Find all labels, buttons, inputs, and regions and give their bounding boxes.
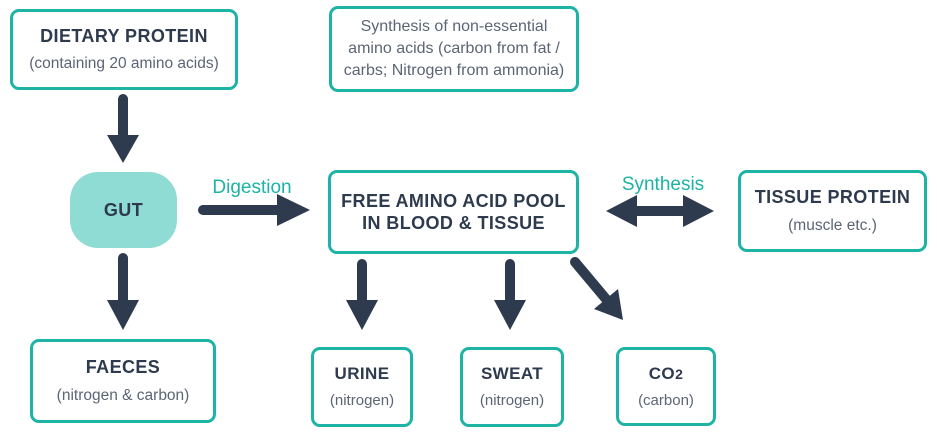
free-pool-title-line1: FREE AMINO ACID POOL: [341, 190, 566, 211]
urine-subtitle: (nitrogen): [329, 392, 395, 410]
node-free-amino-acid-pool: FREE AMINO ACID POOL IN BLOOD & TISSUE: [328, 170, 579, 254]
digestion-edge-label: Digestion: [212, 177, 292, 198]
faeces-title: FAECES: [85, 357, 161, 378]
tissue-protein-title: TISSUE PROTEIN: [754, 187, 911, 208]
dietary-protein-subtitle: (containing 20 amino acids): [29, 55, 219, 73]
node-co2: CO2 (carbon): [616, 347, 716, 426]
arrow-free-pool-to-co2: [570, 257, 623, 320]
sweat-title: SWEAT: [480, 364, 544, 384]
arrow-gut-to-faeces: [107, 253, 139, 330]
arrow-free-pool-to-sweat: [494, 259, 526, 330]
arrow-free-pool-tissue-bidirectional: [606, 195, 714, 227]
arrow-dietary-to-gut: [107, 94, 139, 163]
urine-title: URINE: [334, 364, 390, 384]
node-gut: GUT: [70, 172, 177, 248]
node-synthesis-note: Synthesis of non-essential amino acids (…: [329, 6, 579, 92]
node-tissue-protein: TISSUE PROTEIN (muscle etc.): [738, 170, 927, 252]
node-urine: URINE (nitrogen): [311, 347, 413, 427]
tissue-protein-subtitle: (muscle etc.): [788, 216, 877, 234]
sweat-subtitle: (nitrogen): [479, 392, 545, 410]
free-pool-title-line2: IN BLOOD & TISSUE: [362, 213, 545, 233]
gut-title: GUT: [103, 199, 144, 220]
synthesis-edge-label: Synthesis: [621, 174, 705, 195]
co2-subtitle: (carbon): [638, 391, 694, 409]
faeces-subtitle: (nitrogen & carbon): [56, 386, 190, 404]
dietary-protein-title: DIETARY PROTEIN: [40, 25, 208, 46]
arrow-free-pool-to-urine: [346, 259, 378, 330]
node-sweat: SWEAT (nitrogen): [460, 347, 564, 427]
co2-title: CO2: [648, 363, 684, 383]
node-dietary-protein: DIETARY PROTEIN (containing 20 amino aci…: [10, 9, 238, 90]
synthesis-note-text: Synthesis of non-essential amino acids (…: [343, 17, 565, 80]
node-faeces: FAECES (nitrogen & carbon): [30, 339, 216, 423]
